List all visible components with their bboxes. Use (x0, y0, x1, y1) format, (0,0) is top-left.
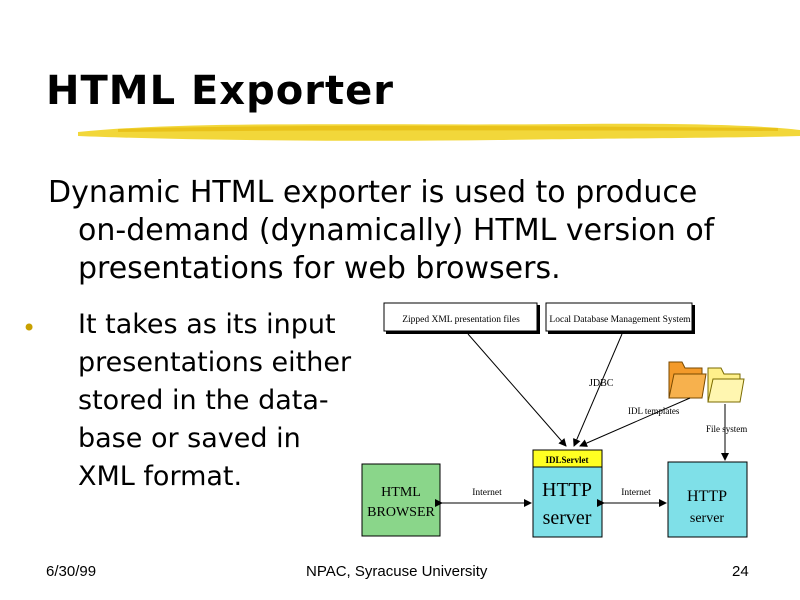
http-server-left-label-2: server (543, 507, 592, 529)
bullet-line-3: stored in the data- (78, 385, 329, 416)
internet-label-left: Internet (472, 488, 502, 498)
arrow-xml-to-servlet (467, 333, 567, 447)
file-system-label: File system (706, 424, 747, 434)
ldbms-box: Local Database Management System (545, 302, 695, 334)
ldbms-label: Local Database Management System (549, 315, 691, 325)
bullet-text: It takes as its input presentations eith… (78, 306, 378, 496)
intro-line-3: presentations for web browsers. (78, 251, 561, 286)
http-server-right-label-1: HTTP (687, 488, 727, 505)
arrow-db-to-servlet (573, 333, 623, 447)
folder-icon-yellow (707, 367, 745, 403)
html-browser-box: HTML BROWSER (361, 463, 441, 537)
arrow-templates-to-servlet (579, 397, 691, 447)
zipped-xml-box: Zipped XML presentation files (383, 302, 540, 334)
browser-label-2: BROWSER (367, 505, 435, 520)
bullet-line-1: It takes as its input (78, 309, 336, 340)
idl-servlet-label: IDLServlet (546, 455, 589, 465)
footer-date: 6/30/99 (46, 563, 97, 580)
folder-icon-orange (668, 361, 707, 399)
title-underline-brush (78, 123, 800, 141)
idl-templates-label: IDL templates (628, 406, 680, 416)
http-server-left-label-1: HTTP (542, 479, 592, 501)
intro-line-2: on-demand (dynamically) HTML version of (78, 213, 715, 248)
footer-page-number: 24 (732, 563, 749, 580)
footer-org: NPAC, Syracuse University (306, 563, 488, 580)
idl-servlet-box: IDLServlet (532, 449, 603, 468)
bullet-marker: • (22, 314, 37, 342)
jdbc-label: JDBC (589, 378, 614, 389)
intro-line-1: Dynamic HTML exporter is used to produce (48, 175, 698, 210)
intro-paragraph: Dynamic HTML exporter is used to produce… (48, 174, 778, 288)
bullet-line-5: XML format. (78, 461, 243, 492)
bullet-line-4: base or saved in (78, 423, 301, 454)
http-server-right-box: HTTP server (667, 461, 748, 538)
slide-title: HTML Exporter (46, 68, 394, 114)
zipped-xml-label: Zipped XML presentation files (402, 314, 520, 325)
http-server-left-box: HTTP server (532, 466, 603, 538)
bullet-line-2: presentations either (78, 347, 352, 378)
http-server-right-label-2: server (690, 511, 725, 526)
internet-label-right: Internet (621, 488, 651, 498)
browser-label-1: HTML (381, 485, 421, 500)
